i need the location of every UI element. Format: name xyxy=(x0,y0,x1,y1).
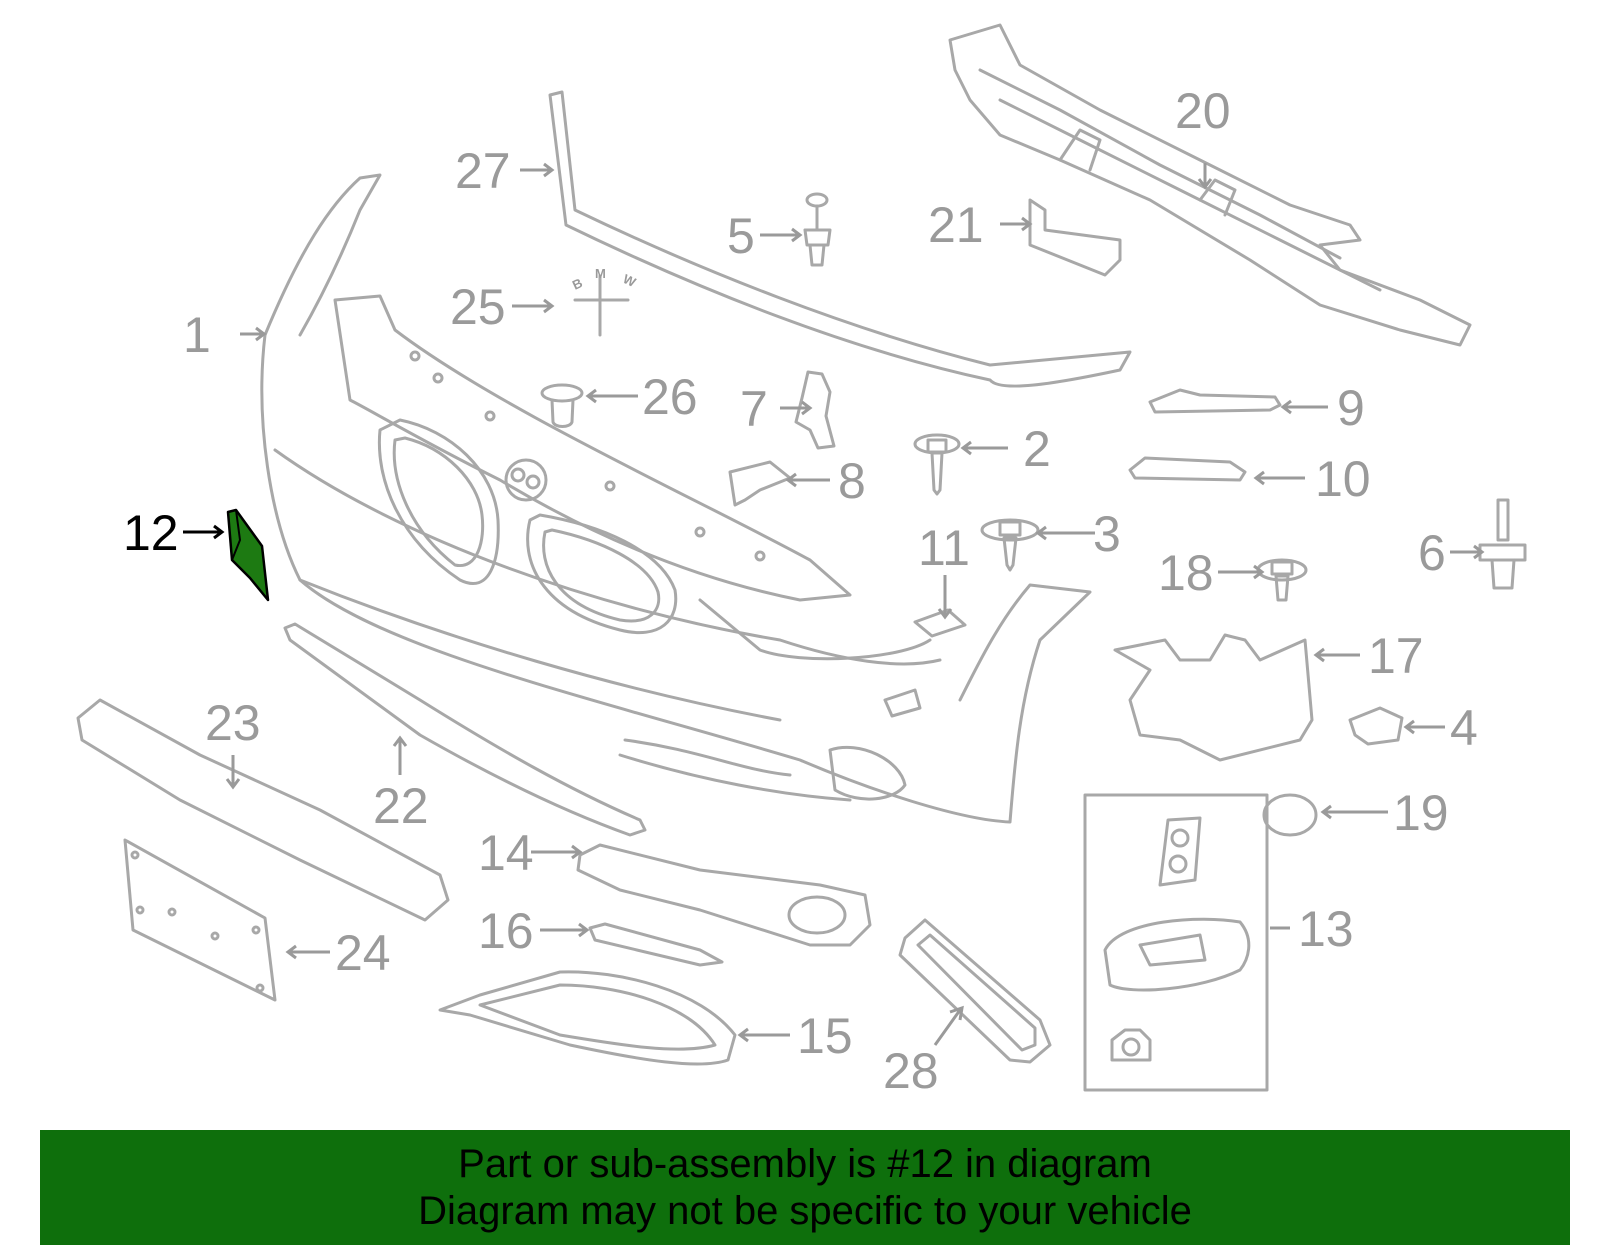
callout-15: 15 xyxy=(797,1008,853,1064)
callout-22: 22 xyxy=(373,778,429,834)
callout-25: 25 xyxy=(450,279,506,335)
callout-9: 9 xyxy=(1337,380,1365,436)
callout-18: 18 xyxy=(1158,545,1214,601)
callout-arrows xyxy=(183,162,1485,1046)
callout-10: 10 xyxy=(1315,451,1371,507)
part-1-bumper-cover xyxy=(260,173,1092,824)
grille-upper-panel xyxy=(333,294,932,661)
part-20-bumper-carrier xyxy=(948,23,1472,347)
banner-part-line: Part or sub-assembly is #12 in diagram xyxy=(458,1141,1152,1186)
callout-27: 27 xyxy=(455,143,511,199)
callout-2: 2 xyxy=(1023,421,1051,477)
part-26-grommet xyxy=(540,383,584,428)
part-16-strip xyxy=(588,922,724,967)
callout-1: 1 xyxy=(183,307,211,363)
callout-24: 24 xyxy=(335,925,391,981)
part-6-pin xyxy=(1478,498,1527,590)
part-23-grille-strip xyxy=(76,698,450,922)
part-11-cap xyxy=(913,608,967,638)
part-10-strip xyxy=(1128,456,1247,482)
part-18-bolt xyxy=(1256,558,1308,602)
callout-19: 19 xyxy=(1393,785,1449,841)
callout-5: 5 xyxy=(727,208,755,264)
emblem-letter-w: W xyxy=(621,271,639,290)
callout-21: 21 xyxy=(928,197,984,253)
callout-17: 17 xyxy=(1368,628,1424,684)
part-27-trim-strip xyxy=(548,90,1132,388)
part-21-bracket xyxy=(1028,198,1122,277)
parts-diagram: B M W xyxy=(76,23,1527,1099)
callout-28: 28 xyxy=(883,1043,939,1099)
info-banner: Part or sub-assembly is #12 in diagram D… xyxy=(40,1130,1570,1245)
callout-23: 23 xyxy=(205,695,261,751)
callout-8: 8 xyxy=(838,453,866,509)
callout-26: 26 xyxy=(642,369,698,425)
emblem-letter-m: M xyxy=(595,266,606,281)
callout-13: 13 xyxy=(1298,901,1354,957)
emblem-letter-b: B xyxy=(570,275,585,293)
part-2-screw xyxy=(913,433,961,496)
part-7-bracket xyxy=(794,370,836,450)
part-5-clip xyxy=(803,192,832,267)
callout-6: 6 xyxy=(1418,525,1446,581)
banner-disclaimer-line: Diagram may not be specific to your vehi… xyxy=(418,1188,1192,1233)
callout-14: 14 xyxy=(478,825,534,881)
part-12-highlighted xyxy=(226,508,270,602)
callout-12: 12 xyxy=(123,505,179,561)
part-19-ring xyxy=(1262,793,1318,837)
part-9-strip xyxy=(1148,388,1282,414)
callout-20: 20 xyxy=(1175,83,1231,139)
part-17-bracket xyxy=(1113,633,1314,762)
callout-7: 7 xyxy=(740,381,768,437)
part-14-fog-trim xyxy=(576,843,872,947)
part-13-kit xyxy=(1083,793,1269,1092)
part-8-bracket xyxy=(728,460,792,507)
callout-11: 11 xyxy=(918,520,970,576)
part-4-clip-nut xyxy=(1348,706,1404,746)
callout-labels: 1 2 3 4 5 6 7 8 9 10 11 12 13 14 15 16 1… xyxy=(123,83,1478,1099)
callout-3: 3 xyxy=(1093,506,1121,562)
part-24-plate-bracket xyxy=(123,838,277,1002)
part-15-trim-ring xyxy=(438,970,737,1066)
part-25-emblem: B M W xyxy=(570,266,639,337)
part-28-reflector xyxy=(898,918,1052,1064)
part-3-screw xyxy=(980,518,1040,572)
callout-4: 4 xyxy=(1450,700,1478,756)
part-22-lower-trim xyxy=(283,622,647,837)
callout-16: 16 xyxy=(478,903,534,959)
